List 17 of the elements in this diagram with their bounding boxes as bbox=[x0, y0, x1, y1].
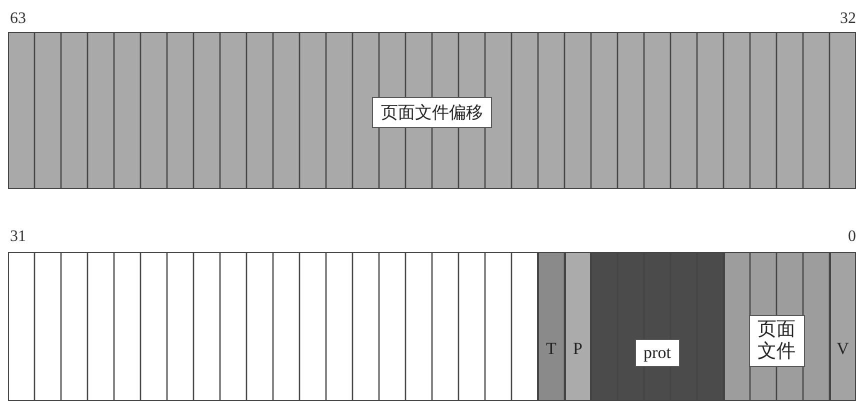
field-label: P bbox=[573, 339, 582, 359]
bit-field bbox=[591, 252, 724, 401]
bit-field bbox=[830, 252, 856, 401]
bit-field bbox=[724, 252, 830, 401]
unused-bits bbox=[8, 252, 538, 401]
bit-field bbox=[8, 32, 856, 189]
bit-number: 0 bbox=[848, 228, 856, 246]
bit-number: 31 bbox=[10, 228, 26, 246]
bit-field bbox=[564, 252, 591, 401]
field-label: T bbox=[546, 339, 556, 359]
field-label: 页面文件 bbox=[748, 315, 804, 367]
field-label: prot bbox=[634, 339, 680, 367]
bit-number: 63 bbox=[10, 10, 26, 28]
field-label: V bbox=[836, 339, 849, 359]
bit-number: 32 bbox=[840, 10, 856, 28]
field-label: 页面文件偏移 bbox=[372, 97, 492, 128]
bit-field bbox=[538, 252, 564, 401]
